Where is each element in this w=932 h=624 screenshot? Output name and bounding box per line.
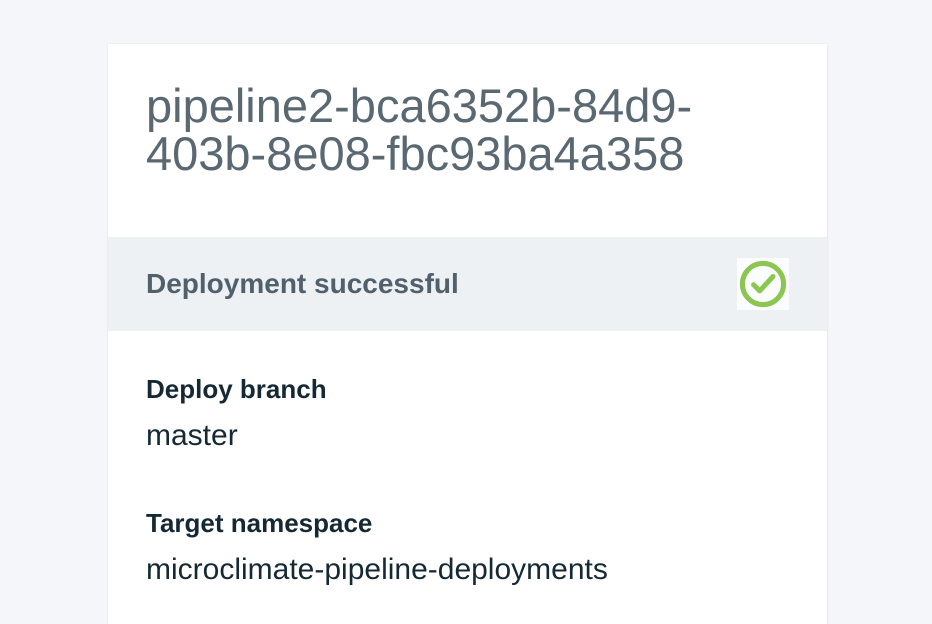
checkmark-circle-icon xyxy=(739,260,787,308)
field-target-namespace: Target namespace microclimate-pipeline-d… xyxy=(146,507,789,589)
pipeline-id-title: pipeline2-bca6352b-84d9-403b-8e08-fbc93b… xyxy=(146,79,693,180)
deploy-branch-label: Deploy branch xyxy=(146,374,327,404)
target-namespace-value: microclimate-pipeline-deployments xyxy=(146,553,608,586)
field-deploy-branch: Deploy branch master xyxy=(146,373,789,455)
status-text: Deployment successful xyxy=(146,268,459,299)
deployment-card: pipeline2-bca6352b-84d9-403b-8e08-fbc93b… xyxy=(108,44,827,624)
status-banner: Deployment successful xyxy=(108,237,827,331)
card-header: pipeline2-bca6352b-84d9-403b-8e08-fbc93b… xyxy=(108,44,827,237)
deploy-branch-value: master xyxy=(146,419,238,452)
status-icon-backdrop xyxy=(737,258,789,310)
card-body: Deploy branch master Target namespace mi… xyxy=(108,331,827,624)
target-namespace-label: Target namespace xyxy=(146,508,373,538)
